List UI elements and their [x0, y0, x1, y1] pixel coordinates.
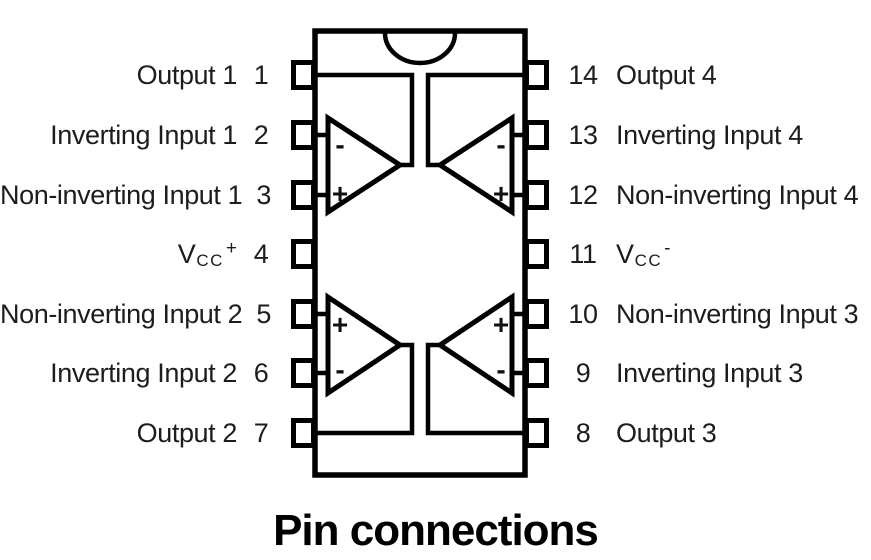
pin-1-label: Output 1 [136, 59, 238, 90]
pin-8-number: 8 [575, 417, 591, 448]
pin-12-label: Non-inverting Input 4 [616, 179, 859, 210]
pin-1-output-wire [315, 72, 415, 168]
pin-1-pad [291, 60, 316, 90]
pin-14-label: Output 4 [616, 59, 717, 90]
pin-row-6: Inverting Input 2 6 [0, 357, 272, 389]
vcc-minus-subscript: CC [634, 250, 663, 270]
pin-14-output-wire [425, 72, 525, 168]
opamp-1-symbol [325, 113, 405, 217]
pin-row-14: 14 Output 4 [566, 59, 716, 91]
pin-row-13: 13 Inverting Input 4 [566, 119, 803, 151]
pin-10-number: 10 [568, 298, 598, 329]
pin-14-number: 14 [568, 59, 598, 90]
opamp-3-inverting-sign: - [496, 354, 505, 385]
opamp-1-non-inverting-sign: + [332, 178, 348, 209]
pin-1-number: 1 [253, 59, 269, 90]
pin-4-number: 4 [253, 238, 269, 269]
pin-row-12: 12 Non-inverting Input 4 [566, 179, 858, 211]
opamp-4-non-inverting-sign: + [493, 178, 509, 209]
vcc-plus-base: V [177, 238, 196, 269]
opamp-2-non-inverting-sign: + [332, 309, 348, 340]
pin-row-5: Non-inverting Input 2 5 [0, 298, 272, 330]
figure-title: Pin connections [273, 506, 599, 555]
pin-row-11: 11 V CC - [566, 237, 671, 270]
pin-6-number: 6 [253, 357, 269, 388]
vcc-minus-base: V [616, 238, 634, 269]
vcc-plus-superscript: + [225, 237, 237, 259]
chip-body [312, 28, 528, 478]
pin-row-7: Output 2 7 [0, 417, 272, 449]
pin-3-label: Non-inverting Input 1 [0, 179, 243, 210]
pin-row-8: 8 Output 3 [566, 417, 717, 449]
pin-row-4: V CC + 4 [0, 238, 272, 270]
pin-10-pad [524, 299, 549, 329]
pin-14-pad [524, 60, 549, 90]
pin-9-label: Inverting Input 3 [616, 357, 803, 388]
pin-13-label: Inverting Input 4 [616, 119, 803, 150]
pin-6-pad [291, 358, 316, 388]
pin-5-pad [291, 299, 316, 329]
pin-12-number: 12 [568, 179, 598, 210]
pin-9-number: 9 [575, 357, 591, 388]
pin-5-label: Non-inverting Input 2 [0, 298, 243, 329]
opamp-4-symbol [435, 113, 515, 217]
pin-11-pad [524, 239, 549, 269]
pin-row-10: 10 Non-inverting Input 3 [566, 298, 858, 330]
vcc-minus-superscript: - [664, 237, 671, 259]
opamp-3-symbol [435, 292, 515, 398]
pin-11-number: 11 [569, 238, 597, 269]
pin-11-label: V CC - [616, 237, 671, 270]
pin-3-number: 3 [256, 179, 271, 210]
pin-8-output-wire [425, 342, 525, 436]
pin-9-pad [524, 358, 549, 388]
pin-row-3: Non-inverting Input 1 3 [0, 179, 272, 211]
pin-5-number: 5 [256, 298, 271, 329]
index-notch [382, 32, 458, 66]
pin-6-label: Inverting Input 2 [50, 357, 237, 388]
pin-7-output-wire [315, 342, 415, 436]
pin-row-1: Output 1 1 [0, 59, 272, 91]
pin-2-number: 2 [253, 119, 269, 150]
pin-4-pad [291, 239, 316, 269]
opamp-2-symbol [325, 292, 405, 398]
pin-7-label: Output 2 [136, 417, 238, 448]
vcc-plus-subscript: CC [196, 250, 224, 270]
pin-10-label: Non-inverting Input 3 [616, 298, 859, 329]
opamp-1-inverting-sign: - [335, 129, 344, 160]
pin-row-2: Inverting Input 1 2 [0, 119, 272, 151]
pin-row-9: 9 Inverting Input 3 [566, 357, 804, 389]
pin-7-number: 7 [253, 417, 269, 448]
opamp-2-inverting-sign: - [335, 354, 344, 385]
pin-2-label: Inverting Input 1 [50, 119, 237, 150]
pin-4-label: V CC + [177, 237, 237, 270]
pin-12-pad [524, 180, 549, 210]
pin-13-pad [524, 120, 549, 150]
pin-13-number: 13 [568, 119, 598, 150]
pin-8-label: Output 3 [616, 417, 717, 448]
pin-3-pad [291, 180, 316, 210]
pin-2-pad [291, 120, 316, 150]
pin-7-pad [291, 418, 316, 448]
opamp-4-inverting-sign: - [496, 129, 505, 160]
pin-8-pad [524, 418, 549, 448]
opamp-3-non-inverting-sign: + [493, 309, 509, 340]
